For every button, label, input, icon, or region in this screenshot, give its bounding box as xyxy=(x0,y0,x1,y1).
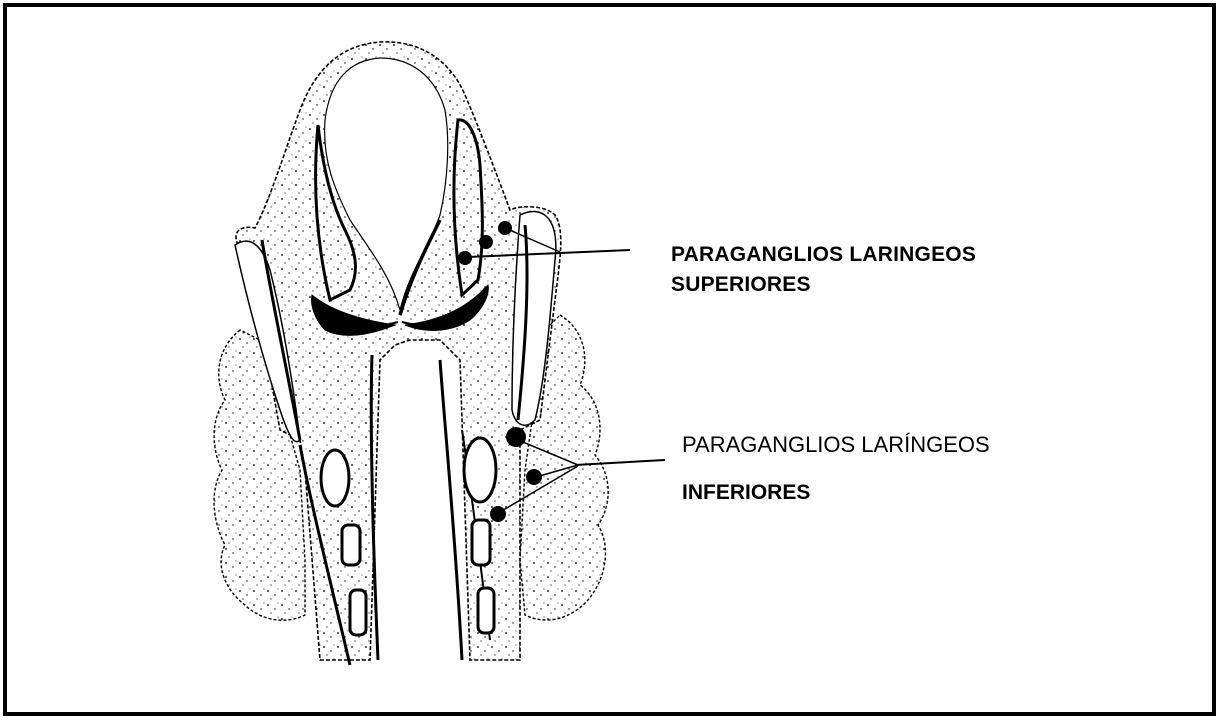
superior-paraganglia-label-line1: PARAGANGLIOS LARINGEOS xyxy=(671,240,976,270)
superior-paraganglion-3 xyxy=(458,251,472,265)
inferior-paraganglion-3 xyxy=(490,506,506,522)
superior-paraganglion-2 xyxy=(479,235,493,249)
inferior-paraganglion-1 xyxy=(506,427,526,447)
right-tracheal-wall xyxy=(440,360,462,660)
tracheal-ring-r2 xyxy=(478,588,494,633)
cricoid-oval-left xyxy=(321,450,349,506)
inferior-paraganglion-2 xyxy=(526,469,542,485)
superior-paraganglia-label-line2: SUPERIORES xyxy=(671,270,811,300)
tracheal-ring-l2 xyxy=(350,590,366,635)
cricoid-oval-right xyxy=(464,438,496,502)
tracheal-ring-l1 xyxy=(342,525,360,565)
inferior-paraganglia-label-line2: INFERIORES xyxy=(682,478,810,508)
inferior-paraganglia-label-line1: PARAGANGLIOS LARÍNGEOS xyxy=(682,430,990,460)
tracheal-ring-r1 xyxy=(472,520,490,565)
